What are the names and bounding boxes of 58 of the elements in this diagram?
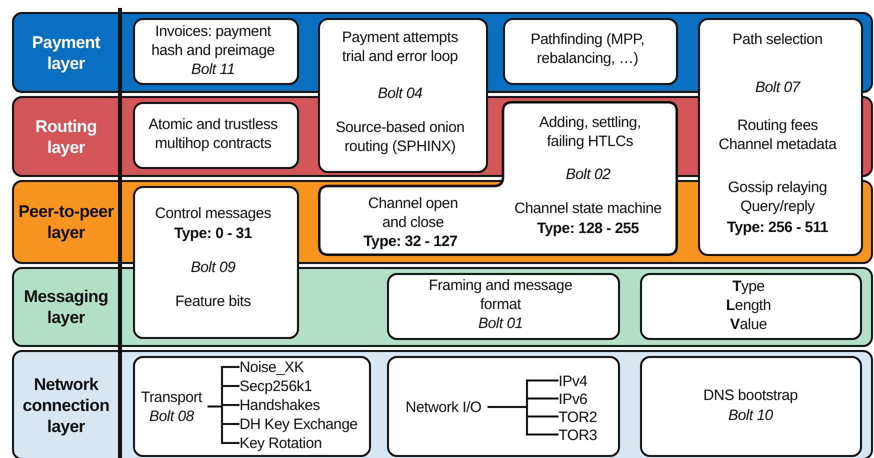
list-item: DH Key Exchange xyxy=(240,414,358,434)
box-text: Payment attempts trial and error loop xyxy=(340,28,460,66)
type-range: Type: 256 - 511 xyxy=(726,218,830,236)
process-box xyxy=(640,356,862,457)
box-text: Atomic and trustless multihop contracts xyxy=(147,114,279,152)
type-range: Type: 128 - 255 xyxy=(536,219,640,238)
process-box xyxy=(503,18,678,85)
box-text: Control messages xyxy=(154,204,272,222)
box-text: Framing and message format xyxy=(428,276,574,314)
list-item: TOR2 xyxy=(558,408,598,426)
spec-reference: Bolt 10 xyxy=(727,406,774,424)
box-text: Network I/O xyxy=(404,398,482,416)
box-text: Type Length Value xyxy=(725,276,772,334)
box-text: Routing fees Channel metadata xyxy=(718,116,838,154)
box-text: Feature bits xyxy=(174,292,252,310)
spec-reference: Bolt 11 xyxy=(190,60,236,78)
box-text: Channel state machine xyxy=(513,199,663,218)
spec-reference: Bolt 09 xyxy=(190,258,236,276)
box-text: Gossip relaying Query/reply xyxy=(727,178,828,216)
layer-label: Payment layer xyxy=(30,32,102,74)
box-text: Pathfinding (MPP, rebalancing, …) xyxy=(530,30,646,68)
layer-label: Routing layer xyxy=(34,116,98,158)
list-item: Secp256k1 xyxy=(240,376,312,396)
list-item: IPv6 xyxy=(558,390,588,408)
layer-label: Messaging layer xyxy=(22,286,110,328)
type-range: Type: 32 - 127 xyxy=(362,232,458,251)
process-box xyxy=(133,186,299,339)
box-text: Source-based onion routing (SPHINX) xyxy=(334,118,466,156)
group-box xyxy=(133,356,371,457)
layer-band xyxy=(12,350,873,458)
process-box xyxy=(318,101,678,256)
box-text: Transport xyxy=(140,388,204,406)
spec-reference: Bolt 07 xyxy=(754,78,802,96)
box-text: Invoices: payment hash and preimage xyxy=(150,22,276,60)
group-box xyxy=(387,356,620,457)
layer-label: Network connection layer xyxy=(22,374,110,436)
box-text: Path selection xyxy=(731,30,824,48)
tree-connector xyxy=(488,406,558,436)
spec-reference: Bolt 04 xyxy=(376,84,424,102)
process-box xyxy=(698,18,863,256)
spec-reference: Bolt 02 xyxy=(564,165,612,184)
box-text: Adding, settling, failing HTLCs xyxy=(538,113,642,151)
list-item: TOR3 xyxy=(558,426,598,444)
list-item: Key Rotation xyxy=(240,434,322,452)
process-box xyxy=(387,273,620,340)
layer-label: Peer-to-peer layer xyxy=(18,201,114,243)
box-text: Channel open and close xyxy=(367,194,459,232)
process-box xyxy=(318,18,488,173)
process-box xyxy=(640,273,862,340)
spec-reference: Bolt 01 xyxy=(477,314,524,332)
process-box xyxy=(133,102,299,169)
type-range: Type: 0 - 31 xyxy=(173,224,253,242)
list-item: Noise_XK xyxy=(240,358,304,376)
list-item: Handshakes xyxy=(240,396,320,414)
process-box xyxy=(133,18,299,85)
box-text: DNS bootstrap xyxy=(702,386,799,404)
list-item: IPv4 xyxy=(558,372,588,390)
spec-reference: Bolt 08 xyxy=(148,406,195,426)
